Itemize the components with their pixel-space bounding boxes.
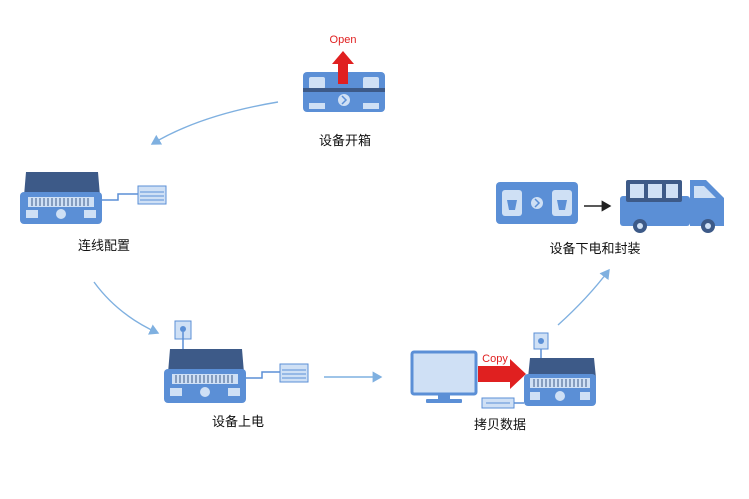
cable-connect	[102, 193, 138, 201]
flow-arrow-open-to-connect	[150, 101, 279, 145]
truck-icon	[620, 180, 724, 233]
power-plug-icon-2	[533, 332, 549, 360]
step-power-off: 设备下电和封装	[496, 180, 724, 257]
flow-arrow-copy-to-poweroff	[557, 268, 610, 326]
open-up-arrow-icon	[332, 51, 354, 84]
laptop-icon-2	[279, 363, 309, 383]
step-copy-label: 拷贝数据	[474, 418, 526, 433]
laptop-icon	[137, 185, 167, 205]
copy-arrow-icon	[478, 359, 526, 389]
copy-tag: Copy	[482, 353, 508, 365]
step-connect: 连线配置	[20, 172, 167, 254]
cable-power	[246, 371, 280, 379]
device-open-icon	[303, 72, 385, 112]
step-open-label: 设备开箱	[319, 133, 371, 149]
open-tag: Open	[330, 34, 357, 46]
step-power-off-label: 设备下电和封装	[549, 241, 640, 257]
step-copy: Copy 拷贝	[410, 332, 596, 433]
step-connect-label: 连线配置	[78, 238, 130, 254]
monitor-icon	[410, 350, 478, 403]
step-power-on-label: 设备上电	[212, 414, 264, 430]
packed-device-icon	[496, 182, 578, 224]
power-plug-icon	[174, 320, 192, 349]
keyboard-icon	[481, 397, 515, 409]
step-power-on: 设备上电	[164, 320, 309, 430]
flow-arrow-connect-to-power	[93, 281, 160, 335]
step-open: Open 设备开箱	[303, 34, 385, 149]
device-powered-icon	[164, 349, 246, 403]
device-copy-icon	[524, 358, 596, 406]
device-connected-icon	[20, 172, 102, 224]
